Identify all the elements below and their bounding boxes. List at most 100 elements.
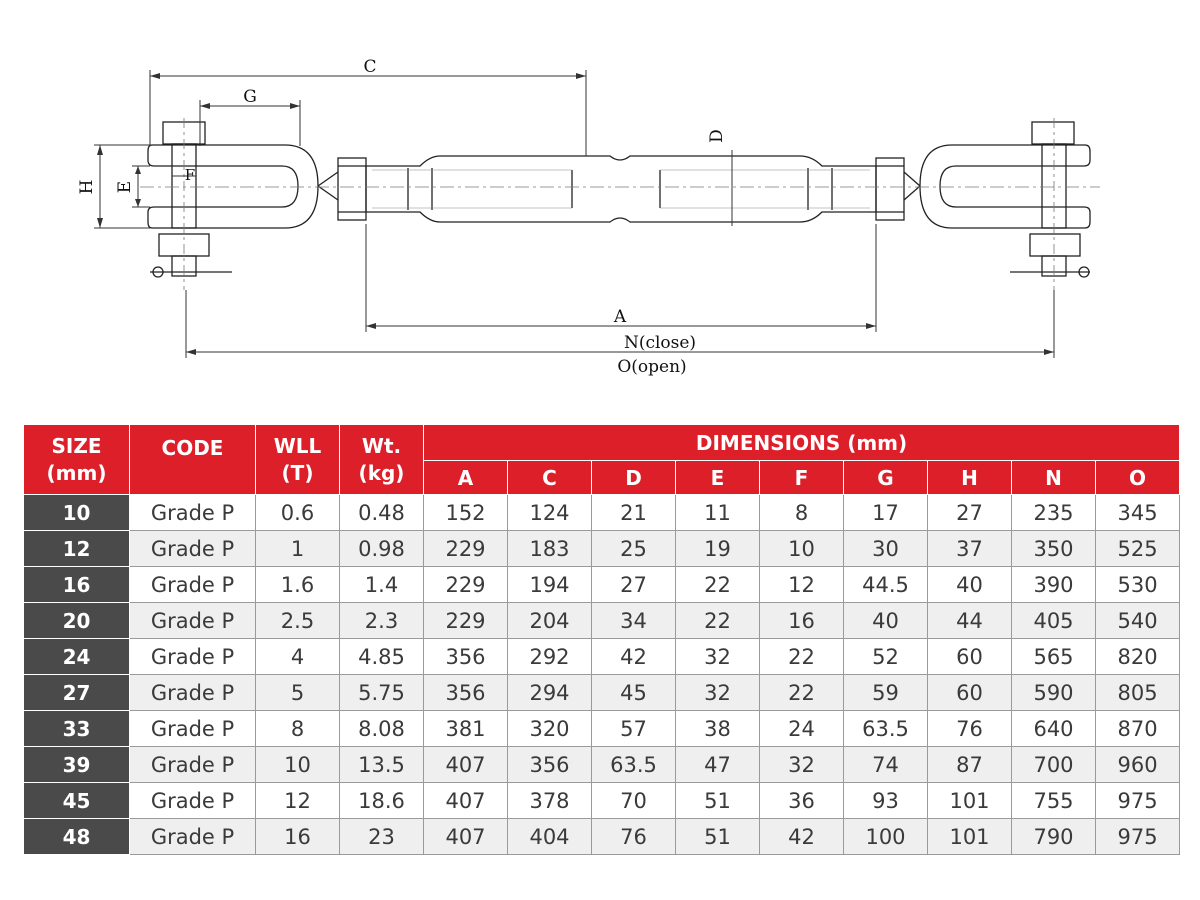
cell-code: Grade P <box>129 638 256 675</box>
cell-size: 45 <box>23 782 130 819</box>
cell-wll: 1.6 <box>255 566 340 603</box>
cell-d: 63.5 <box>591 746 676 783</box>
cell-e: 32 <box>675 674 760 711</box>
cell-g: 30 <box>843 530 928 567</box>
cell-weight: 13.5 <box>339 746 424 783</box>
cell-h: 60 <box>927 638 1012 675</box>
cell-e: 51 <box>675 818 760 855</box>
cell-n: 700 <box>1011 746 1096 783</box>
cell-size: 10 <box>23 494 130 531</box>
header-dim-f: F <box>759 460 844 495</box>
cell-c: 292 <box>507 638 592 675</box>
header-dim-d: D <box>591 460 676 495</box>
cell-g: 52 <box>843 638 928 675</box>
spec-table: SIZE(mm) CODE WLL(T) Wt.(kg) DIMENSIONS … <box>23 424 1181 855</box>
dim-label-n: N(close) <box>624 333 696 353</box>
cell-d: 42 <box>591 638 676 675</box>
cell-a: 356 <box>423 674 508 711</box>
header-dim-h: H <box>927 460 1012 495</box>
cell-wll: 16 <box>255 818 340 855</box>
cell-wll: 4 <box>255 638 340 675</box>
cell-code: Grade P <box>129 818 256 855</box>
cell-c: 194 <box>507 566 592 603</box>
cell-o: 960 <box>1094 746 1181 783</box>
header-dim-o: O <box>1094 460 1181 495</box>
cell-a: 407 <box>423 782 508 819</box>
cell-g: 17 <box>843 494 928 531</box>
cell-o: 530 <box>1094 566 1181 603</box>
turnbuckle-body <box>365 155 877 223</box>
cell-f: 10 <box>759 530 844 567</box>
cell-h: 27 <box>927 494 1012 531</box>
cell-weight: 1.4 <box>339 566 424 603</box>
cell-wll: 1 <box>255 530 340 567</box>
header-dim-e: E <box>675 460 760 495</box>
cell-f: 42 <box>759 818 844 855</box>
cell-g: 63.5 <box>843 710 928 747</box>
dim-label-g: G <box>243 87 257 107</box>
cell-n: 755 <box>1011 782 1096 819</box>
cell-weight: 18.6 <box>339 782 424 819</box>
header-dim-a: A <box>423 460 508 495</box>
cell-n: 405 <box>1011 602 1096 639</box>
cell-a: 229 <box>423 530 508 567</box>
cell-e: 22 <box>675 602 760 639</box>
cell-n: 390 <box>1011 566 1096 603</box>
cell-a: 407 <box>423 746 508 783</box>
cell-e: 11 <box>675 494 760 531</box>
cell-g: 93 <box>843 782 928 819</box>
cell-code: Grade P <box>129 746 256 783</box>
cell-h: 76 <box>927 710 1012 747</box>
cell-size: 24 <box>23 638 130 675</box>
cell-size: 16 <box>23 566 130 603</box>
dim-label-d: D <box>707 129 727 143</box>
cell-a: 356 <box>423 638 508 675</box>
cell-size: 20 <box>23 602 130 639</box>
cell-d: 27 <box>591 566 676 603</box>
cell-o: 820 <box>1094 638 1181 675</box>
cell-d: 34 <box>591 602 676 639</box>
cell-d: 21 <box>591 494 676 531</box>
cell-h: 87 <box>927 746 1012 783</box>
cell-d: 70 <box>591 782 676 819</box>
cell-d: 57 <box>591 710 676 747</box>
cell-wll: 10 <box>255 746 340 783</box>
cell-n: 235 <box>1011 494 1096 531</box>
cell-code: Grade P <box>129 674 256 711</box>
cell-weight: 4.85 <box>339 638 424 675</box>
cell-weight: 2.3 <box>339 602 424 639</box>
cell-o: 525 <box>1094 530 1181 567</box>
dim-label-f: F <box>185 166 195 184</box>
cell-e: 51 <box>675 782 760 819</box>
cell-f: 16 <box>759 602 844 639</box>
cell-code: Grade P <box>129 602 256 639</box>
cell-g: 59 <box>843 674 928 711</box>
cell-a: 152 <box>423 494 508 531</box>
cell-code: Grade P <box>129 710 256 747</box>
cell-c: 356 <box>507 746 592 783</box>
left-nut <box>337 157 367 221</box>
cell-g: 74 <box>843 746 928 783</box>
cell-c: 404 <box>507 818 592 855</box>
cell-code: Grade P <box>129 530 256 567</box>
cell-f: 8 <box>759 494 844 531</box>
cell-d: 25 <box>591 530 676 567</box>
cell-size: 39 <box>23 746 130 783</box>
cell-g: 44.5 <box>843 566 928 603</box>
cell-c: 320 <box>507 710 592 747</box>
cell-e: 22 <box>675 566 760 603</box>
dim-label-a: A <box>613 307 627 327</box>
cell-g: 40 <box>843 602 928 639</box>
cell-g: 100 <box>843 818 928 855</box>
cell-n: 590 <box>1011 674 1096 711</box>
cell-e: 19 <box>675 530 760 567</box>
header-dimensions: DIMENSIONS (mm) <box>422 424 1181 461</box>
cell-a: 381 <box>423 710 508 747</box>
